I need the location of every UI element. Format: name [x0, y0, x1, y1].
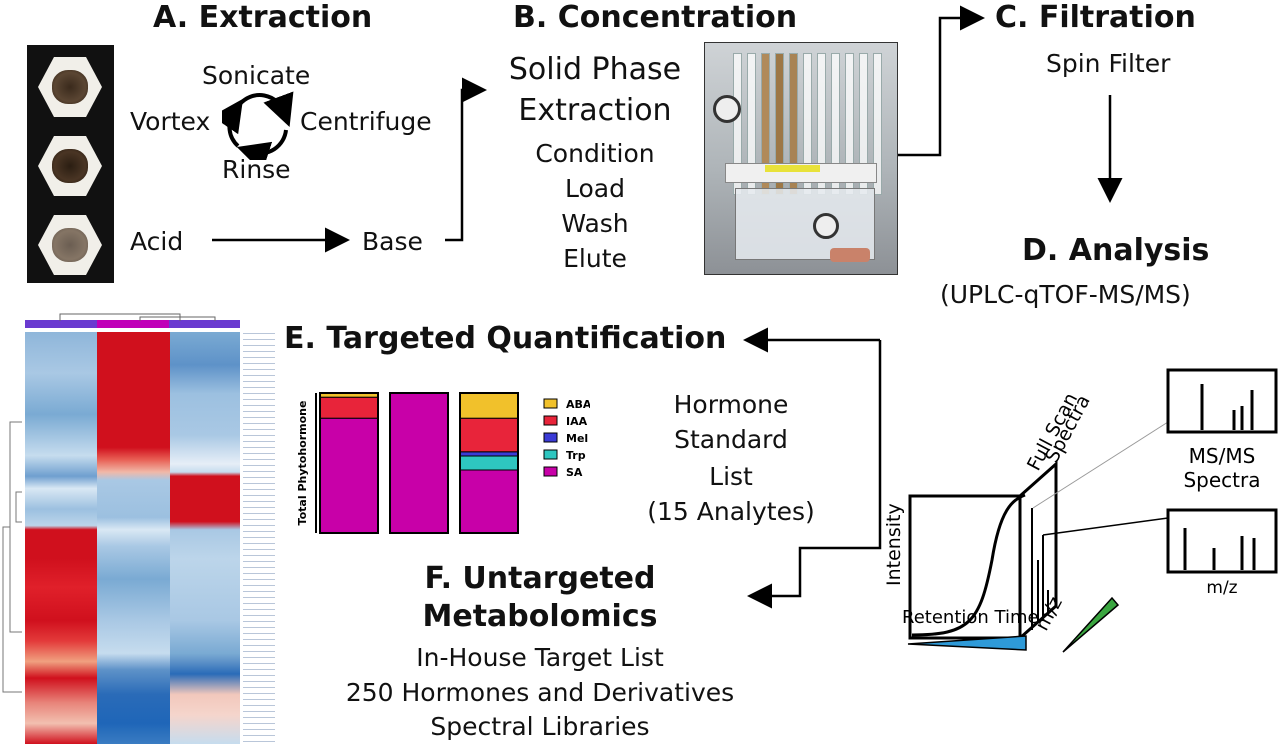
- msms-mz-label: m/z: [1206, 578, 1237, 598]
- bar-segment-sa-2: [389, 392, 449, 534]
- spin-filter-label: Spin Filter: [1046, 49, 1171, 78]
- spe-line1: Solid Phase: [508, 52, 682, 87]
- analysis-method: (UPLC-qTOF-MS/MS): [940, 280, 1191, 309]
- msms-label-2: Spectra: [1183, 468, 1260, 492]
- legend-swatch-sa: [543, 466, 558, 477]
- cycle-sonicate: Sonicate: [202, 61, 311, 90]
- untargeted-title-line1: F. Untargeted: [424, 561, 656, 596]
- msms-spectrum-bottom: [1166, 508, 1278, 574]
- spe-step-load: Load: [565, 174, 625, 203]
- mz-wedge: [1062, 596, 1120, 653]
- legend-label-mel: Mel: [566, 432, 588, 445]
- heatmap-top-dendrogram: [59, 313, 216, 321]
- untargeted-item-target-list: In-House Target List: [416, 643, 664, 672]
- bar-segment-iaa-1: [319, 396, 379, 419]
- spe-step-wash: Wash: [561, 209, 629, 238]
- bar-segment-aba-3: [459, 392, 519, 419]
- legend-swatch-aba: [543, 398, 558, 409]
- intensity-label: Intensity: [883, 503, 905, 586]
- standard-line4: (15 Analytes): [647, 497, 815, 526]
- retention-time-wedge: [907, 635, 1027, 651]
- analysis-title: D. Analysis: [1022, 233, 1210, 268]
- cycle-centrifuge: Centrifuge: [300, 107, 432, 136]
- standard-line2: Standard: [674, 425, 788, 454]
- heatmap-column-1: [25, 332, 97, 744]
- legend-swatch-mel: [543, 432, 558, 443]
- chromatogram-trace: [911, 493, 1026, 637]
- bar-outline-3: [459, 392, 519, 534]
- full-scan-panel: [1018, 460, 1058, 642]
- heatmap-column-3: [170, 332, 240, 744]
- standard-line3: List: [709, 462, 753, 491]
- bar-outline-1: [319, 392, 379, 534]
- spe-line2: Extraction: [518, 93, 672, 128]
- standard-line1: Hormone: [673, 390, 789, 419]
- untargeted-item-libraries: Spectral Libraries: [430, 712, 650, 741]
- base-label: Base: [362, 227, 423, 256]
- bar-segment-trp-3: [459, 455, 519, 471]
- legend-label-aba: ABA: [566, 398, 590, 411]
- spe-manifold-photo: [704, 42, 898, 275]
- legend-label-iaa: IAA: [566, 415, 588, 428]
- heatmap-row-dendrogram: [0, 332, 22, 744]
- bar-segment-sa-1: [319, 417, 379, 534]
- sample-photo: [27, 45, 114, 283]
- spe-step-condition: Condition: [535, 139, 655, 168]
- concentration-title: B. Concentration: [513, 0, 798, 35]
- y-axis-label: Total Phytohormone: [296, 401, 309, 526]
- bar-outline-2: [389, 392, 449, 534]
- legend-swatch-iaa: [543, 415, 558, 426]
- heatmap-row-labels: [243, 330, 275, 744]
- bar-segment-sa-3: [459, 469, 519, 534]
- bar-segment-iaa-3: [459, 417, 519, 453]
- legend-swatch-trp: [543, 449, 558, 460]
- spe-step-elute: Elute: [563, 244, 627, 273]
- msms-label-1: MS/MS: [1189, 444, 1256, 468]
- filtration-title: C. Filtration: [995, 0, 1196, 35]
- extraction-title: A. Extraction: [153, 0, 373, 35]
- cycle-vortex: Vortex: [130, 107, 211, 136]
- targeted-title: E. Targeted Quantification: [284, 321, 727, 356]
- spectra-illustration: Full Scan Spectra Intensity m/z Retentio…: [883, 368, 1278, 653]
- msms-spectrum-top: [1166, 368, 1278, 434]
- acid-label: Acid: [130, 227, 184, 256]
- bar-segment-mel-3: [459, 451, 519, 457]
- untargeted-item-hormones: 250 Hormones and Derivatives: [345, 678, 735, 707]
- retention-time-label: Retention Time: [902, 607, 1039, 628]
- heatmap-column-2: [97, 332, 170, 744]
- untargeted-title-line2: Metabolomics: [422, 599, 658, 634]
- legend-label-trp: Trp: [566, 449, 586, 462]
- cycle-arrows: [222, 91, 294, 160]
- legend-label-sa: SA: [566, 466, 583, 479]
